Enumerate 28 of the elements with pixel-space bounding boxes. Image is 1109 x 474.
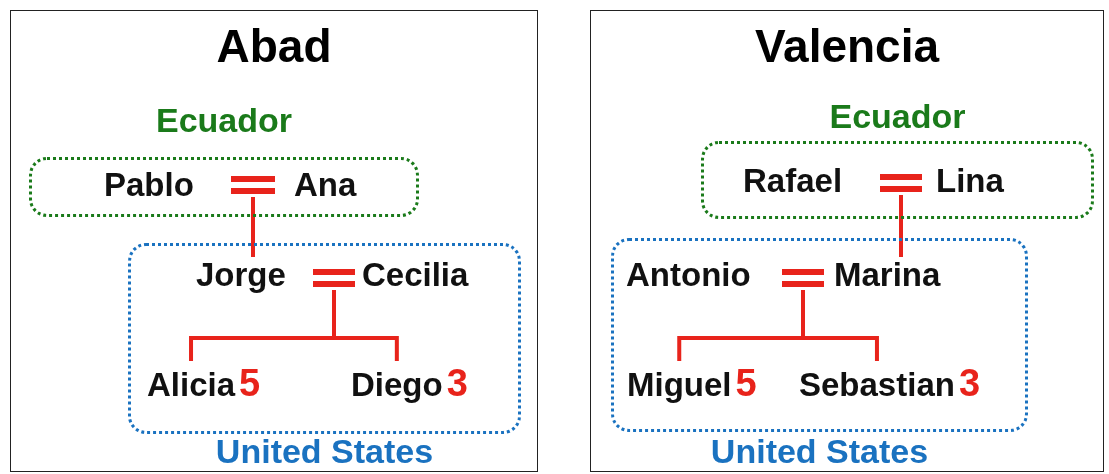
person-name: Diego (351, 366, 443, 403)
child-count: 5 (239, 362, 261, 404)
person-name: Miguel (627, 366, 732, 403)
person-name: Rafael (743, 163, 863, 199)
family-panel (590, 10, 1104, 472)
person-name: Ana (294, 167, 374, 203)
person-name: Pablo (104, 167, 214, 203)
descent-line (332, 290, 399, 361)
person-name: Cecilia (362, 257, 492, 293)
child-count: 3 (958, 362, 981, 404)
family-name-title: Valencia (753, 19, 941, 73)
person-name: Jorge (196, 257, 306, 293)
child-count: 3 (446, 362, 468, 404)
country-heading: United States (214, 432, 435, 471)
country-heading: United States (709, 432, 930, 471)
family-name-title: Abad (215, 19, 333, 73)
person-name: Marina (834, 257, 964, 293)
descent-line (251, 197, 255, 257)
person-name: Antonio (626, 257, 776, 293)
country-heading: Ecuador (828, 97, 967, 136)
person-name: Lina (936, 163, 1018, 199)
child-count: 5 (735, 362, 757, 404)
descent-line (899, 195, 903, 257)
descent-line (801, 290, 879, 361)
person-name: Sebastian (799, 366, 955, 403)
person-name: Alicia (147, 366, 236, 403)
country-heading: Ecuador (154, 101, 293, 140)
family-panel (10, 10, 538, 472)
